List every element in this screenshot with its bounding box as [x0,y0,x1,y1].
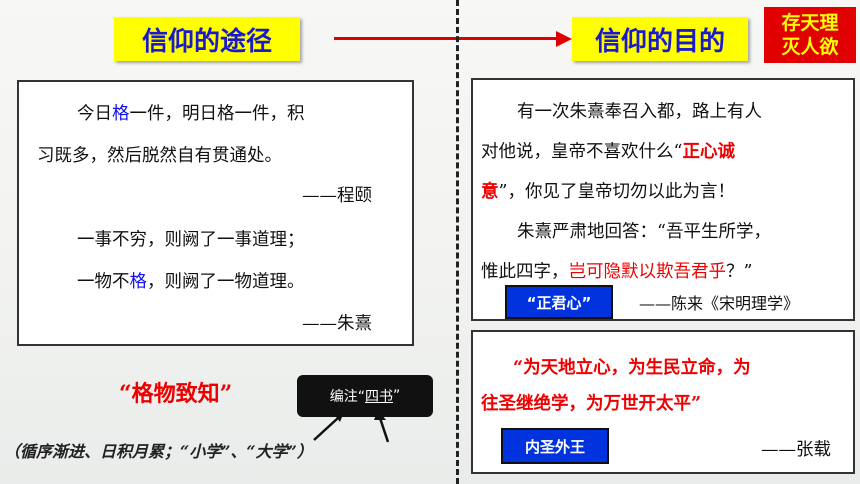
text: 今日 [77,104,112,124]
arrow-daxue [378,417,390,443]
left-quote-panel: 今日格一件，明日格一件，积 习既多，然后脱然自有贯通处。 ——程颐 一事不穷，则… [17,80,414,346]
left-title: 信仰的途径 [141,26,272,57]
highlight-qike: 岂可隐默以欺吾君乎 [568,262,727,282]
text: 一物不 [77,272,130,292]
zhangzai-line-1: “为天地立心，为生民立命，为 [513,358,751,378]
right-title-box: 信仰的目的 [572,17,748,61]
neisheng-waiwang-tag: 内圣外王 [501,428,609,464]
gewu-zhizhi: “格物致知” [119,381,233,407]
arrow-xiaoxue [313,417,339,441]
right-line-3: 意”，你见了皇帝切勿以此为言！ [481,178,735,203]
left-line-3: 一事不穷，则阙了一事道理； [77,230,305,250]
left-line-2: 习既多，然后脱然自有贯通处。 [37,146,282,166]
highlight-ge: 格 [112,104,130,124]
left-title-box: 信仰的途径 [114,17,300,61]
right-line-1: 有一次朱熹奉召入都，路上有人 [517,102,762,122]
arrow-right-icon [556,31,572,47]
text: ” [393,388,401,404]
zhangzai-line-2: 往圣继绝学，为万世开太平” [481,394,702,414]
attribution-chenlai: ——陈来《宋明理学》 [639,294,800,313]
arrow-head-icon [374,410,386,420]
left-line-4: 一物不格，则阙了一物道理。 [77,268,305,293]
highlight-yi: 意 [481,182,499,202]
bottom-note: （循序渐进、日积月累；“小学”、“大学”） [4,442,313,461]
note-pill: 编注“四书” [297,375,433,417]
text: ”，你见了皇帝切勿以此为言！ [498,182,735,202]
right-line-4: 朱熹严肃地回答：“吾平生所学， [517,222,771,242]
tag-box: 存天理 灭人欲 [764,7,856,63]
text: ，则阙了一物道理。 [147,272,305,292]
text: 编注“ [329,389,365,405]
center-divider [456,0,459,484]
right-line-2: 对他说，皇帝不喜欢什么“正心诚 [481,138,735,163]
tag-line-2: 灭人欲 [781,36,839,58]
attribution-chengyi: ——程颐 [302,186,372,206]
arrow-head-icon [334,412,344,422]
text: 四书 [365,389,393,405]
highlight-zhengxin: 正心诚 [682,142,735,162]
right-quote-panel: 有一次朱熹奉召入都，路上有人 对他说，皇帝不喜欢什么“正心诚 意”，你见了皇帝切… [471,78,855,321]
attribution-zhangzai: ——张载 [761,440,831,460]
tag-line-1: 存天理 [781,12,839,34]
highlight-ge: 格 [129,272,148,292]
zheng-junxin-tag: “正君心” [505,285,613,319]
note-arrows [313,410,390,443]
attribution-zhuxi: ——朱熹 [302,314,372,334]
right-line-5: 惟此四字，岂可隐默以欺吾君乎？” [481,258,752,283]
left-line-1: 今日格一件，明日格一件，积 [77,100,305,125]
text: 惟此四字， [481,262,569,282]
right-title: 信仰的目的 [594,26,725,57]
zhangzai-panel: “为天地立心，为生民立命，为 往圣继绝学，为万世开太平” 内圣外王 ——张载 [471,330,855,474]
text: ？” [726,262,753,282]
text: 一件，明日格一件，积 [129,104,305,124]
arrow-line [334,37,559,40]
text: 对他说，皇帝不喜欢什么“ [481,142,683,162]
